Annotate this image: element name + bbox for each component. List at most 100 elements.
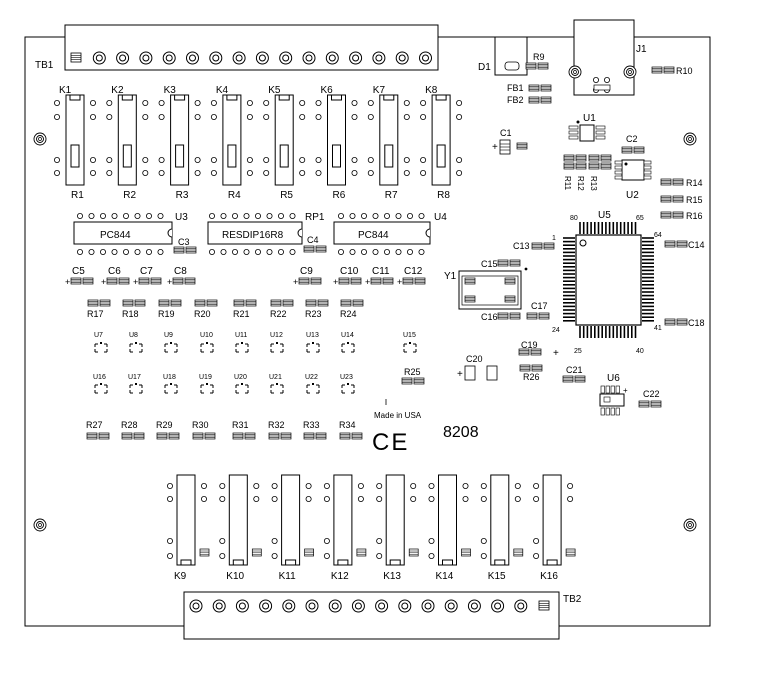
resistor-label-r7: R7 [385,190,398,201]
relay-label-k6: K6 [321,85,334,96]
resistor-r20: R20 [194,300,217,319]
relay-k12: K12 [323,474,367,582]
relay-k14: K14 [428,474,471,582]
terminal-block-bottom-label: TB2 [563,594,582,605]
ic-label-u9: U9 [164,332,173,339]
ic-label-u11: U11 [235,332,247,339]
ic-label-u13: U13 [306,332,319,339]
svg-text:+: + [167,277,172,287]
fb2-label: FB2 [507,95,524,105]
u5-pin-41: 41 [654,325,662,332]
part-number: 8208 [443,424,479,441]
resistor-label-r17: R17 [87,309,104,319]
resistor-pack-rp1-label: RP1 [305,212,325,223]
ic-u3-value: PC844 [100,230,131,241]
r11-label: R11 [563,176,572,191]
relay-k13: K13 [376,474,419,582]
relay-label-k5: K5 [268,85,281,96]
terminal-screw [328,599,342,613]
svg-text:+: + [492,142,498,153]
capacitor-row: C5+C6+C7+C8+C9+C10+C11+C12+ [65,266,425,287]
terminal-screw [349,51,363,65]
r25-label: R25 [404,367,421,377]
diode-d1-label: D1 [478,62,491,73]
ic-u4-label: U4 [434,212,447,223]
crystal-y1-label: Y1 [444,271,457,282]
terminal-screw [209,51,223,65]
terminal-screw [444,599,458,613]
svg-text:+: + [293,277,298,287]
capacitor-c9: C9+ [293,266,321,287]
u5-pin-80: 80 [570,215,578,222]
cap-label-c8: C8 [174,266,187,277]
terminal-screw [259,599,273,613]
cap-label-c11: C11 [372,266,390,277]
r16-label: R16 [686,211,703,221]
ic-u12: U12 [270,332,284,353]
c17-label: C17 [531,301,548,311]
relay-label-k3: K3 [164,85,177,96]
resistor-label-r28: R28 [121,420,138,430]
capacitor-c12: C12+ [397,266,425,287]
terminal-screw [279,51,293,65]
terminal-block-top-label: TB1 [35,60,54,71]
resistor-r29: R29 [156,420,179,439]
ic-u4-value: PC844 [358,230,389,241]
terminal-screw [255,51,269,65]
relay-k11: K11 [271,474,314,582]
terminal-screw [514,599,528,613]
ic-u7: U7 [94,332,108,353]
cap-label-c6: C6 [108,266,121,277]
relay-label-k2: K2 [111,85,124,96]
mounting-hole [33,132,47,146]
c19-label: C19 [521,340,538,350]
capacitor-c8: C8+ [167,266,195,287]
resistor-label-r5: R5 [280,190,293,201]
cap-label-c5: C5 [72,266,85,277]
terminal-screw [372,51,386,65]
u5-pin-65: 65 [636,215,644,222]
r12-label: R12 [576,176,585,191]
ic-u8: U8 [129,332,143,353]
resistor-label-r33: R33 [303,420,320,430]
resistor-r27: R27 [86,420,109,439]
relay-label-k1: K1 [59,85,72,96]
resistor-r30: R30 [192,420,215,439]
svg-text:+: + [101,277,106,287]
ic-u23: U23 [340,374,355,394]
ic-label-u19: U19 [199,374,212,381]
cap-label-c7: C7 [140,266,153,277]
c13-label: C13 [513,241,530,251]
terminal-block-top-screws [70,51,432,65]
c15-label: C15 [481,259,498,269]
terminal-screw [116,51,130,65]
ic-u18: U18 [163,374,178,394]
resistor-label-r29: R29 [156,420,173,430]
ic-label-u7: U7 [94,332,103,339]
cap-label-c10: C10 [340,266,359,277]
ic-label-u21: U21 [269,374,282,381]
resistor-pack-rp1-value: RESDIP16R8 [222,230,284,241]
ic-label-u12: U12 [270,332,283,339]
crystal-y1 [458,270,522,310]
ic-label-u10: U10 [200,332,213,339]
ic-u5 [575,234,642,326]
ce-mark: CE [372,429,409,456]
svg-text:+: + [365,277,370,287]
made-in-usa: Made in USA [374,411,422,420]
c2-label: C2 [626,134,638,144]
u5-pin-40: 40 [636,348,644,355]
cap-label-c12: C12 [404,266,423,277]
capacitor-c10: C10+ [333,266,361,287]
r9-label: R9 [533,52,545,62]
relay-label-k4: K4 [216,85,229,96]
u1-label: U1 [583,113,596,124]
terminal-screw [395,51,409,65]
c18-label: C18 [688,318,705,328]
